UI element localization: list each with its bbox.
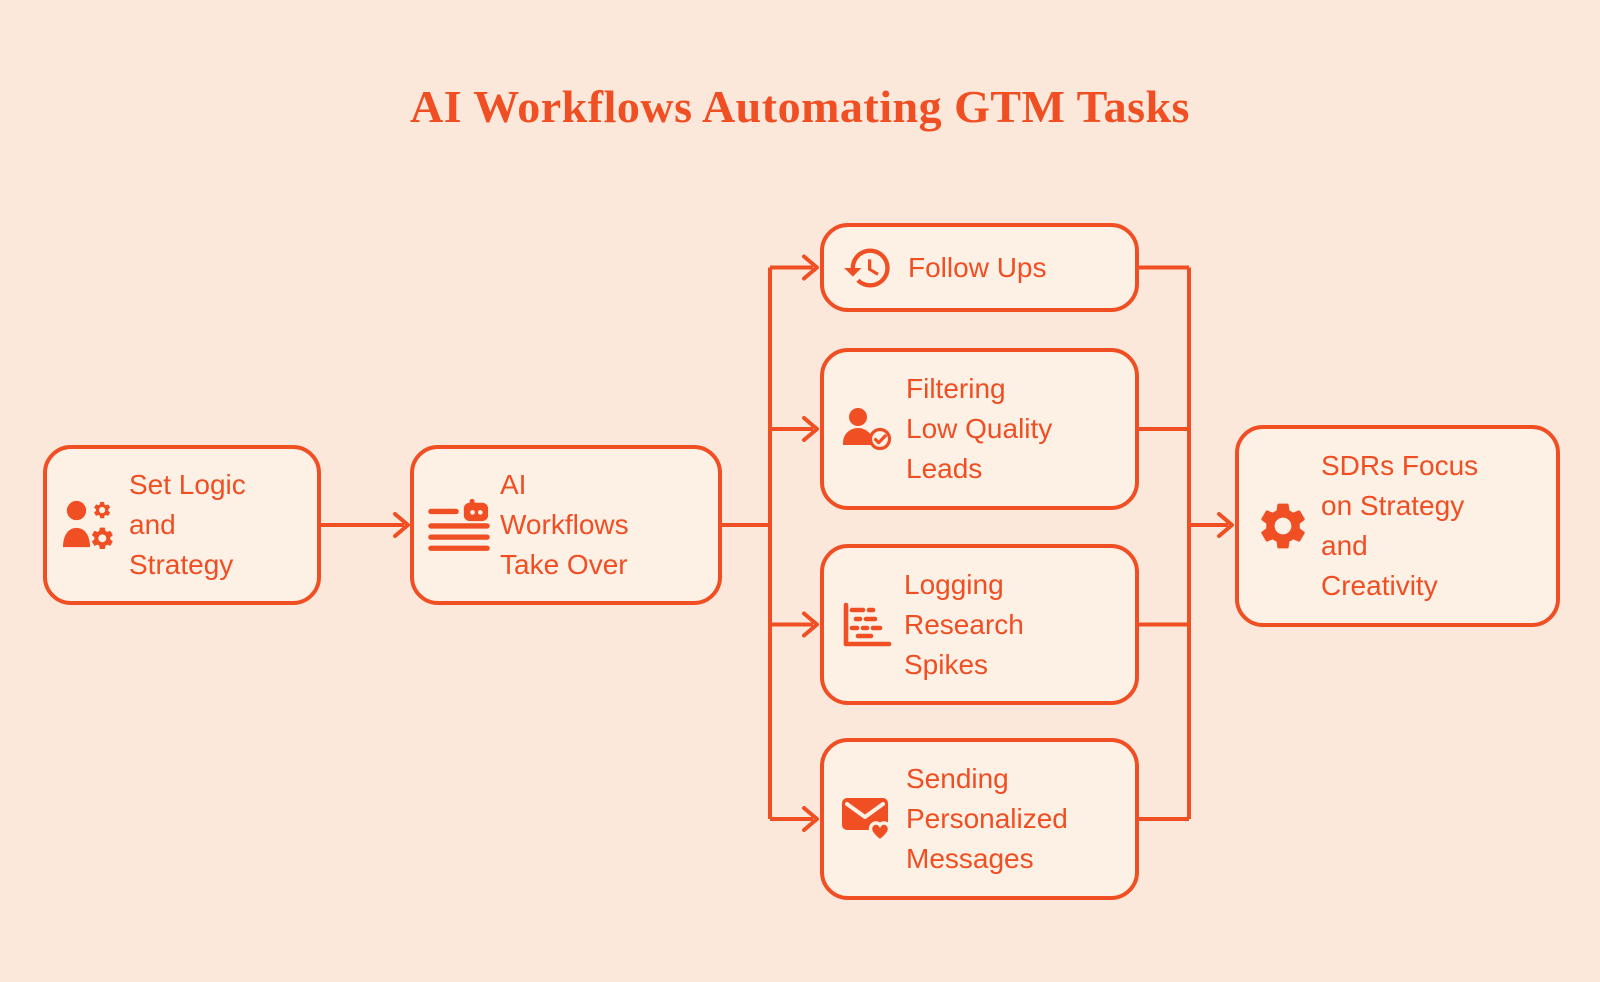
node-label: AI Workflows Take Over	[500, 465, 629, 585]
label-line: Follow Ups	[908, 251, 1047, 283]
label-line: Research	[904, 608, 1024, 640]
label-line: SDRs Focus	[1321, 450, 1479, 481]
node-logging-research-spikes: Logging Research Spikes	[820, 544, 1139, 705]
label-line: and	[129, 509, 176, 540]
gantt-chart-icon	[842, 602, 892, 648]
node-label: Follow Ups	[908, 248, 1046, 288]
node-label: Set Logic and Strategy	[129, 465, 246, 585]
label-line: Messages	[906, 843, 1034, 874]
label-line: on Strategy	[1321, 490, 1465, 521]
label-line: Low Quality	[906, 413, 1053, 444]
mail-heart-icon	[842, 795, 894, 843]
node-follow-ups: Follow Ups	[820, 223, 1139, 312]
diagram-title: AI Workflows Automating GTM Tasks	[410, 81, 1190, 132]
label-line: Logging	[904, 568, 1004, 600]
node-filtering-low-quality-leads: Filtering Low Quality Leads	[820, 348, 1139, 510]
label-line: Filtering	[906, 373, 1006, 404]
node-set-logic-strategy: Set Logic and Strategy	[43, 445, 321, 605]
user-check-icon	[842, 407, 894, 451]
label-line: Personalized	[906, 803, 1068, 834]
label-line: Creativity	[1321, 570, 1438, 601]
robot-checklist-icon	[428, 498, 490, 552]
label-line: AI	[500, 469, 527, 500]
user-gears-icon	[63, 496, 117, 554]
node-sdrs-focus-strategy-creativity: SDRs Focus on Strategy and Creativity	[1235, 425, 1560, 627]
gear-icon	[1255, 498, 1311, 554]
history-icon	[842, 242, 894, 294]
label-line: Workflows	[500, 509, 629, 540]
node-sending-personalized-messages: Sending Personalized Messages	[820, 738, 1139, 900]
label-line: Leads	[906, 453, 983, 484]
node-ai-workflows-take-over: AI Workflows Take Over	[410, 445, 722, 605]
label-line: Strategy	[129, 549, 234, 580]
label-line: Set Logic	[129, 469, 246, 500]
label-line: and	[1321, 530, 1368, 561]
label-line: Sending	[906, 763, 1009, 794]
node-label: Logging Research Spikes	[904, 565, 1024, 685]
node-label: Sending Personalized Messages	[906, 759, 1068, 879]
label-line: Spikes	[904, 648, 989, 680]
label-line: Take Over	[500, 549, 628, 580]
node-label: Filtering Low Quality Leads	[906, 369, 1052, 489]
node-label: SDRs Focus on Strategy and Creativity	[1321, 446, 1478, 606]
